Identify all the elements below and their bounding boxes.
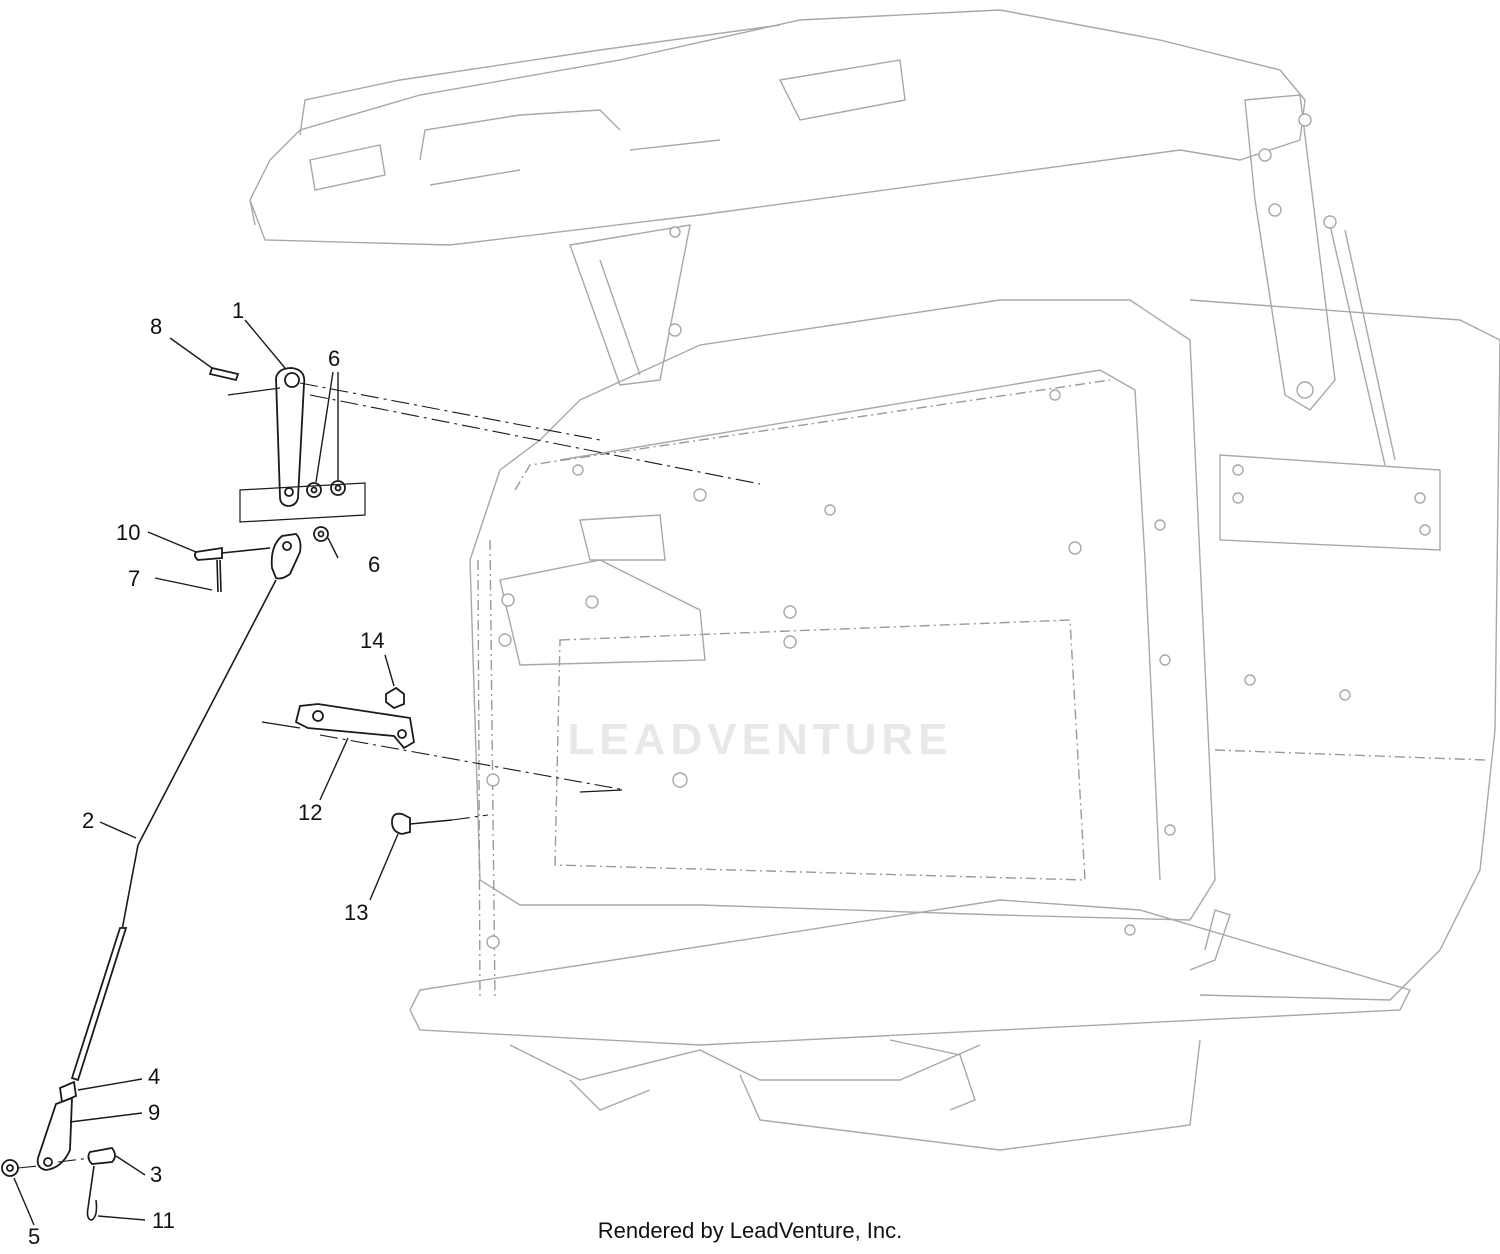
machine-outline bbox=[249, 9, 1500, 1151]
callout-labels: 1 2 3 4 5 6 6 7 8 9 10 11 12 13 14 bbox=[28, 298, 384, 1249]
part-6-washers bbox=[306, 480, 346, 542]
part-9-clevis bbox=[36, 1096, 73, 1171]
callout-2: 2 bbox=[82, 808, 94, 833]
callout-5: 5 bbox=[28, 1224, 40, 1249]
callout-6-top: 6 bbox=[328, 346, 340, 371]
watermark: LEADVENTURE bbox=[567, 715, 953, 764]
part-8-pin bbox=[208, 366, 240, 382]
callout-1: 1 bbox=[232, 298, 244, 323]
part-3-pin bbox=[57, 1147, 116, 1165]
callout-6-bottom: 6 bbox=[368, 552, 380, 577]
part-11-clip bbox=[86, 1165, 98, 1221]
callout-14: 14 bbox=[360, 628, 384, 653]
part-12-bracket bbox=[294, 703, 415, 750]
callout-10: 10 bbox=[116, 520, 140, 545]
part-5-washer bbox=[1, 1159, 39, 1177]
part-7-cotter bbox=[216, 559, 222, 593]
part-14-nut bbox=[385, 686, 405, 710]
footer-credit: Rendered by LeadVenture, Inc. bbox=[597, 1218, 903, 1243]
callout-13: 13 bbox=[344, 900, 368, 925]
callout-12: 12 bbox=[298, 800, 322, 825]
callout-8: 8 bbox=[150, 314, 162, 339]
callout-4: 4 bbox=[148, 1064, 160, 1089]
machine-hardware bbox=[486, 113, 1431, 949]
leader-lines bbox=[13, 319, 399, 1226]
part-13-bolt bbox=[391, 812, 489, 835]
callout-11: 11 bbox=[152, 1208, 175, 1233]
part-4-nut bbox=[59, 1080, 77, 1104]
part-10-pin bbox=[193, 546, 271, 561]
callout-9: 9 bbox=[148, 1100, 160, 1125]
callout-7: 7 bbox=[128, 566, 140, 591]
part-2-rod bbox=[70, 533, 302, 1082]
callout-3: 3 bbox=[150, 1162, 162, 1187]
part-1-bellcrank bbox=[275, 367, 306, 507]
